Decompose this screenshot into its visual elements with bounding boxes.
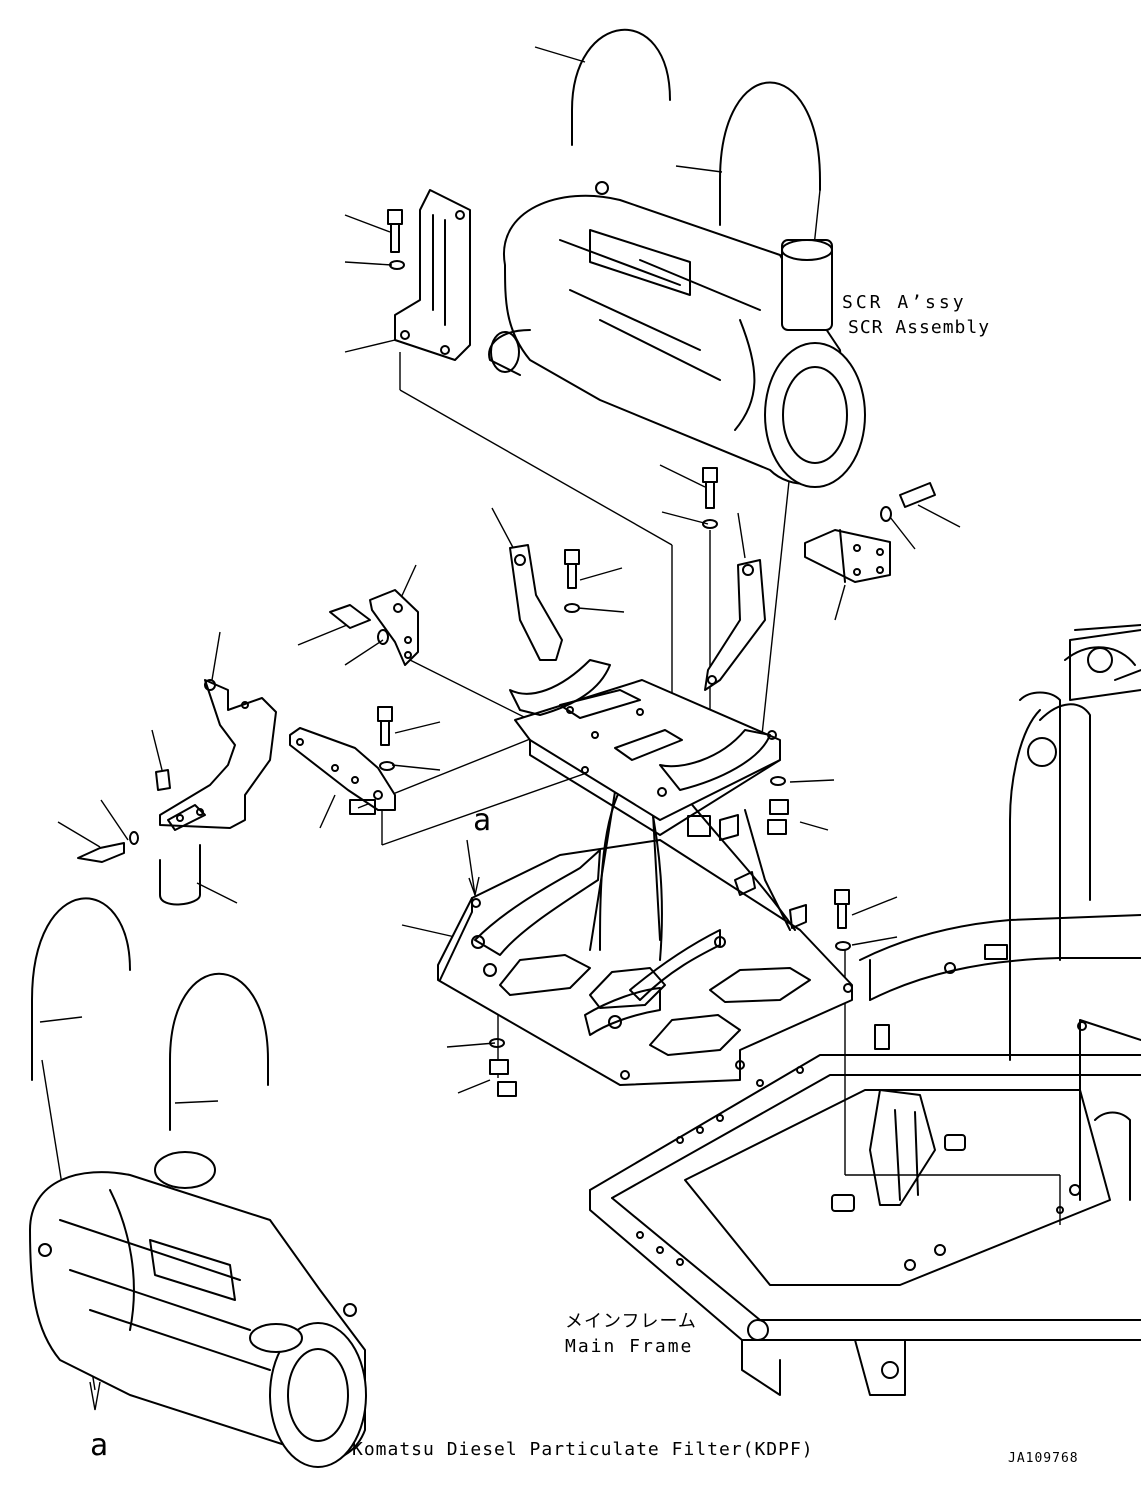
u-bolts [31,29,821,1131]
main-frame-label-en: Main Frame [565,1336,693,1357]
kdpf-label: Komatsu Diesel Particulate Filter(KDPF) [352,1439,814,1460]
kdpf-assembly [29,1151,367,1468]
scr-assembly-label-en: SCR Assembly [848,317,990,338]
reference-mark-bottom: a [90,1428,108,1463]
left-brackets [159,589,419,831]
upper-saddle-bracket [509,659,807,929]
main-frame-holes [636,944,1087,1271]
drawing-id-label: JA109768 [1008,1451,1079,1466]
main-frame-label-ja: メインフレーム [565,1311,697,1332]
leader-lines [39,46,961,1104]
mount-base [437,759,853,1086]
main-frame-drawing [589,624,1141,1396]
reference-mark-top: a [473,803,491,838]
scr-assembly-label-ja: SCR A’ssy [842,292,967,313]
center-strap-brackets [509,529,891,691]
scr-assembly [394,181,866,488]
fasteners [77,209,936,1097]
